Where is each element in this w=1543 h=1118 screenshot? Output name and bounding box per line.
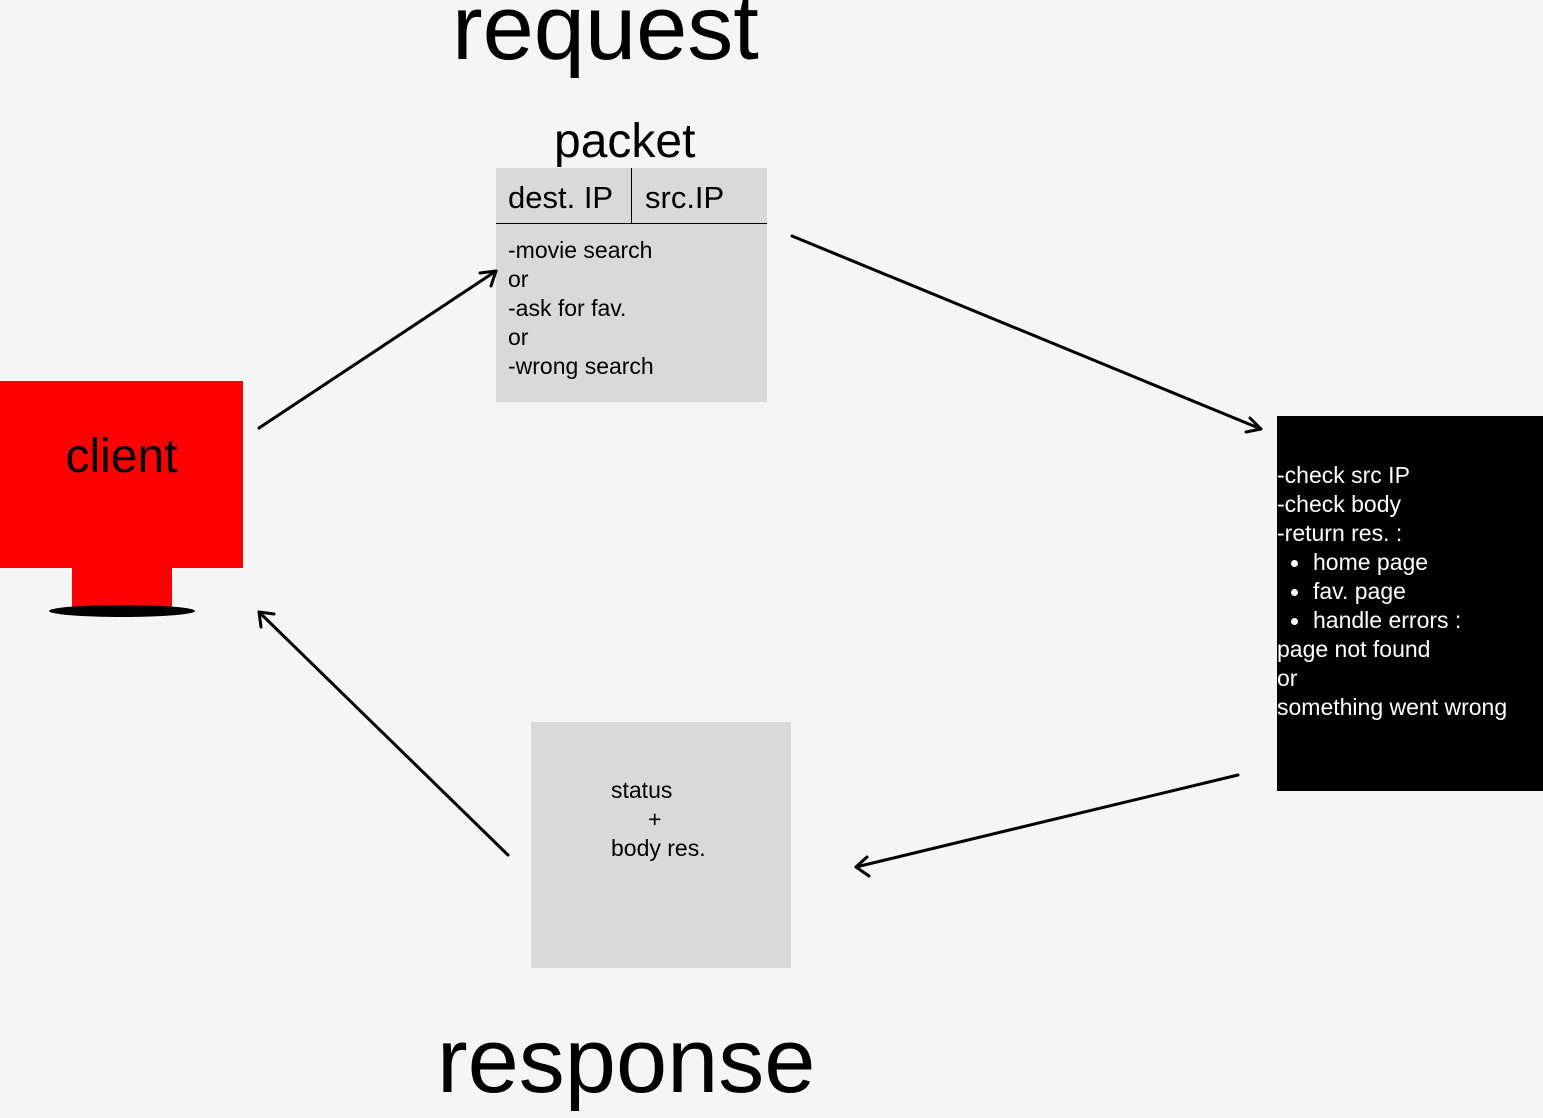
- packet-header-divider: [631, 168, 632, 223]
- response-text: status + body res.: [611, 776, 706, 863]
- client-label: client: [65, 430, 178, 483]
- server-bullet: fav. page: [1277, 577, 1507, 606]
- packet-body-line: or: [508, 324, 529, 350]
- client-screen: client: [0, 381, 243, 568]
- server-text: -check src IP -check body -return res. :…: [1277, 461, 1507, 722]
- packet-body-line: -wrong search: [508, 353, 654, 379]
- packet-body-line: -ask for fav.: [508, 295, 627, 321]
- server-line: page not found: [1277, 636, 1431, 662]
- packet-body: -movie search or -ask for fav. or -wrong…: [508, 236, 654, 381]
- response-title: response: [437, 1010, 816, 1112]
- server-box: -check src IP -check body -return res. :…: [1277, 416, 1543, 791]
- server-line: -check src IP: [1277, 462, 1410, 488]
- arrow-response-to-client: [257, 610, 510, 857]
- server-line: or: [1277, 665, 1298, 691]
- client-base: [49, 605, 195, 617]
- packet-dest-ip: dest. IP: [508, 180, 614, 215]
- response-line: +: [648, 806, 662, 832]
- packet-body-line: -movie search: [508, 237, 653, 263]
- server-line: something went wrong: [1277, 694, 1508, 720]
- packet-label: packet: [554, 115, 696, 168]
- server-bullet: home page: [1277, 548, 1507, 577]
- arrow-client-to-packet: [257, 269, 498, 430]
- packet-box: dest. IP src.IP -movie search or -ask fo…: [496, 168, 767, 402]
- arrow-packet-to-server: [790, 234, 1263, 434]
- request-title: request: [452, 0, 759, 79]
- packet-body-line: or: [508, 266, 529, 292]
- server-line: -check body: [1277, 491, 1402, 517]
- server-bullet-list: home page fav. page handle errors :: [1277, 548, 1507, 635]
- response-line: body res.: [611, 835, 706, 861]
- server-bullet: handle errors :: [1277, 606, 1507, 635]
- response-box: status + body res.: [531, 722, 791, 968]
- client-stand: [72, 566, 172, 608]
- packet-src-ip: src.IP: [645, 180, 725, 215]
- arrow-server-to-response: [854, 773, 1240, 878]
- server-line: -return res. :: [1277, 520, 1403, 546]
- response-line: status: [611, 777, 673, 803]
- packet-header: dest. IP src.IP: [496, 168, 767, 224]
